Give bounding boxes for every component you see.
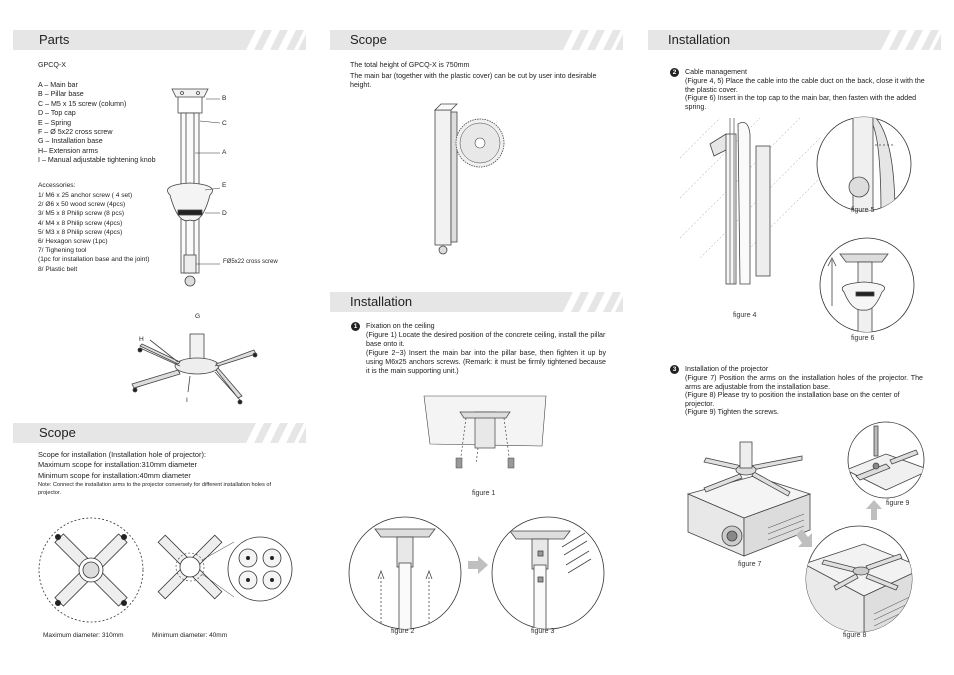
figure-6-diagram bbox=[819, 237, 915, 333]
label-b: B bbox=[222, 95, 227, 102]
arrow-right-icon bbox=[468, 556, 488, 574]
label-h: H bbox=[139, 336, 144, 343]
list-item: 2/ Ø6 x 50 wood screw (4pcs) bbox=[38, 201, 126, 209]
figure-1-caption: figure 1 bbox=[472, 490, 496, 497]
step-3-text-3: (Figure 9) Tighten the screws. bbox=[685, 408, 779, 416]
header-stripes bbox=[563, 30, 623, 50]
list-item: C – M5 x 15 screw (column) bbox=[38, 99, 127, 108]
min-diameter-caption: Minimum diameter: 40mm bbox=[152, 632, 228, 639]
header-stripes bbox=[563, 292, 623, 312]
figure-3-caption: figure 3 bbox=[531, 628, 555, 635]
label-d: D bbox=[222, 210, 227, 217]
figure-7-diagram bbox=[686, 441, 812, 557]
step-1-badge: 1 bbox=[351, 322, 360, 331]
scope-line-3: Minimum scope for installation:40mm diam… bbox=[38, 471, 191, 480]
step-2-text-2: (Figure 6) Insert in the top cap to the … bbox=[685, 94, 917, 111]
figure-9-diagram bbox=[847, 421, 925, 499]
scope-heading-middle: Scope bbox=[350, 32, 387, 47]
step-2-text-1: (Figure 4, 5) Place the cable into the c… bbox=[685, 77, 925, 94]
figure-7-caption: figure 7 bbox=[738, 561, 762, 568]
list-item: F – Ø 5x22 cross screw bbox=[38, 128, 113, 137]
figure-4-caption: figure 4 bbox=[733, 312, 757, 319]
max-diameter-caption: Maximum diameter: 310mm bbox=[43, 632, 124, 639]
figure-5-diagram bbox=[816, 116, 912, 212]
figure-1-diagram bbox=[423, 395, 547, 469]
header-stripes bbox=[881, 30, 941, 50]
step-2-badge: 2 bbox=[670, 68, 679, 77]
arrow-down-right-icon bbox=[796, 529, 812, 547]
list-item: 4/ M4 x 8 Philip screw (4pcs) bbox=[38, 219, 123, 227]
parts-list: A – Main bar B – Pillar base C – M5 x 15… bbox=[38, 81, 178, 166]
figure-6-caption: figure 6 bbox=[851, 335, 875, 342]
scope-note: Note: Connect the installation arms to t… bbox=[38, 482, 272, 496]
scope-line-2: Maximum scope for installation:310mm dia… bbox=[38, 460, 197, 469]
list-item: I – Manual adjustable tightening knob bbox=[38, 156, 156, 165]
step-1-text-1: (Figure 1) Locate the desired position o… bbox=[366, 331, 606, 348]
step-2-title: Cable management bbox=[685, 68, 747, 76]
accessories-title: Accessories: bbox=[38, 182, 76, 189]
list-item: D – Top cap bbox=[38, 109, 76, 118]
list-item: G – Installation base bbox=[38, 137, 103, 146]
installation-header-right: Installation bbox=[648, 30, 941, 50]
figure-8-caption: figure 8 bbox=[843, 632, 867, 639]
arrow-up-icon bbox=[866, 500, 882, 520]
figure-9-caption: figure 9 bbox=[886, 500, 910, 507]
label-g: G bbox=[195, 313, 201, 320]
scope-line-1: Scope for installation (Installation hol… bbox=[38, 450, 207, 459]
list-item: (1pc for installation base and the joint… bbox=[38, 256, 150, 264]
scope-header-middle: Scope bbox=[330, 30, 623, 50]
parts-heading: Parts bbox=[39, 32, 70, 47]
list-item: E – Spring bbox=[38, 118, 72, 127]
figure-2-caption: figure 2 bbox=[391, 628, 415, 635]
list-item: H– Extension arms bbox=[38, 146, 98, 155]
step-3-title: Installation of the projector bbox=[685, 365, 769, 373]
label-a: A bbox=[222, 149, 227, 156]
mount-base-diagram bbox=[131, 333, 258, 405]
list-item: 6/ Hexagon screw (1pc) bbox=[38, 238, 108, 246]
installation-heading-right: Installation bbox=[668, 32, 731, 47]
min-diameter-diagram bbox=[157, 534, 293, 602]
installation-header-middle: Installation bbox=[330, 292, 623, 312]
header-stripes bbox=[246, 423, 306, 443]
list-item: A – Main bar bbox=[38, 81, 78, 89]
step-3-text-1: (Figure 7) Position the arms on the inst… bbox=[685, 374, 923, 391]
figure-8-diagram bbox=[805, 525, 913, 633]
figure-2-diagram bbox=[348, 516, 462, 630]
scope-heading-left: Scope bbox=[39, 425, 76, 440]
list-item: 1/ M6 x 25 anchor screw ( 4 set) bbox=[38, 192, 133, 199]
scope-total-height: The total height of GPCQ-X is 750mm bbox=[350, 61, 470, 69]
parts-header: Parts bbox=[13, 30, 306, 50]
scope-cut-note: The main bar (together with the plastic … bbox=[350, 72, 597, 90]
label-c: C bbox=[222, 120, 227, 127]
bar-cutting-diagram bbox=[434, 103, 505, 255]
figure-4-diagram bbox=[679, 117, 821, 285]
step-3-text-2: (Figure 8) Please try to position the in… bbox=[685, 391, 900, 408]
figure-5-caption: figure 5 bbox=[851, 207, 875, 214]
label-i: I bbox=[186, 397, 188, 404]
list-item: 3/ M5 x 8 Philip screw (8 pcs) bbox=[38, 210, 125, 218]
header-stripes bbox=[246, 30, 306, 50]
step-1-title: Fixation on the ceiling bbox=[366, 322, 435, 330]
accessories-list: 1/ M6 x 25 anchor screw ( 4 set) 2/ Ø6 x… bbox=[38, 191, 188, 274]
max-diameter-diagram bbox=[38, 517, 144, 623]
list-item: 8/ Plastic belt bbox=[38, 265, 78, 273]
list-item: 7/ Tighening tool bbox=[38, 247, 87, 255]
figure-3-diagram bbox=[491, 516, 605, 630]
step-1-text-2: (Figure 2~3) Insert the main bar into th… bbox=[366, 349, 606, 375]
pole-diagram bbox=[167, 88, 221, 287]
step-3-badge: 3 bbox=[670, 365, 679, 374]
label-f: FØ5x22 cross screw bbox=[223, 259, 278, 265]
label-e: E bbox=[222, 182, 227, 189]
model-name: GPCQ-X bbox=[38, 61, 66, 69]
installation-heading-middle: Installation bbox=[350, 294, 413, 309]
list-item: B – Pillar base bbox=[38, 90, 84, 99]
list-item: 5/ M3 x 8 Philip screw (4pcs) bbox=[38, 228, 123, 236]
scope-header-left: Scope bbox=[13, 423, 306, 443]
